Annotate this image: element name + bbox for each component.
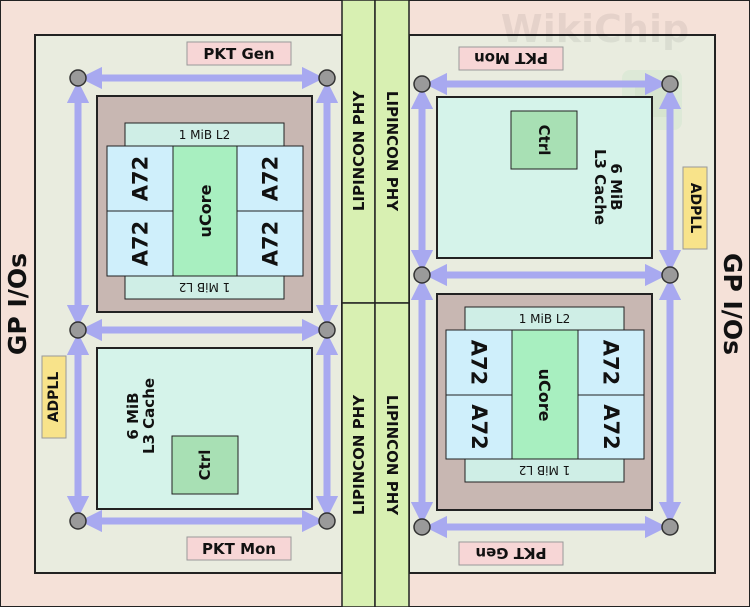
right-ctrl-label: Ctrl [535,124,553,156]
left-ucore-label: uCore [195,184,215,238]
left-ctrl-label: Ctrl [196,449,214,481]
phy-strip-top-left [341,0,376,304]
left-core-4-label: A72 [258,220,282,267]
ring-node [318,321,336,339]
right-core-3-label: A72 [599,339,623,386]
right-core-2-label: A72 [467,404,491,450]
right-core-1-label: A72 [467,339,491,386]
ring-node [69,512,87,530]
left-core-3-label: A72 [258,155,282,202]
left-pkt-mon-label: PKT Mon [202,539,276,558]
right-cache-size: 6 MiB [607,163,626,211]
ring-node [661,266,679,284]
left-l2-top-label: 1 MiB L2 [178,127,231,142]
right-gp-ios-label: GP I/Os [718,252,748,356]
left-cache-type: L3 Cache [140,377,158,455]
right-core-2 [445,394,513,460]
right-adpll-box [682,166,708,250]
left-ctrl-block [171,435,239,495]
right-pkt-mon-label: PKT Mon [474,49,548,68]
left-cache-label: 6 MiB L3 Cache [111,361,171,471]
left-cache-size: 6 MiB [123,392,142,440]
right-ucore-block [511,329,579,460]
left-core-2-label: A72 [128,220,152,267]
ring-node [413,75,431,93]
right-pkt-mon-box [458,46,564,71]
ring-node [69,69,87,87]
left-ring-bus [66,66,339,533]
ring-node [413,266,431,284]
right-ctrl-block [510,110,578,170]
phy-top-left-label: LIPINCON PHY [350,90,368,212]
right-pkt-gen-label: PKT Gen [475,544,547,563]
ring-node [413,518,431,536]
right-ucore-label: uCore [535,368,555,422]
phy-bottom-right-label: LIPINCON PHY [383,394,401,516]
right-core-3 [577,329,645,396]
left-pkt-gen-box [186,41,292,66]
left-gp-ios-label: GP I/Os [2,252,32,356]
right-cache-label: 6 MiB L3 Cache [578,132,638,242]
left-pkt-mon-box [186,536,292,561]
left-pkt-gen-label: PKT Gen [203,44,275,63]
right-core-4 [577,394,645,460]
left-core-1-label: A72 [128,155,152,202]
left-adpll-label: ADPLL [46,371,62,423]
ring-node [318,512,336,530]
right-cache-type: L3 Cache [591,148,609,226]
phy-top-right-label: LIPINCON PHY [383,90,401,212]
left-l2-bottom-label: 1 MiB L2 [178,280,231,295]
watermark-text: WikiChip [500,7,690,51]
right-adpll-label: ADPLL [687,182,703,234]
phy-strip-bottom-right [374,302,410,607]
ring-node [661,75,679,93]
phy-strip-top-right [374,0,410,304]
left-core-4 [236,210,304,277]
right-core-4-label: A72 [599,404,623,450]
ring-stop-nodes [69,69,679,536]
ring-node [69,321,87,339]
left-core-3 [236,145,304,212]
right-l2-bottom-label: 1 MiB L2 [518,463,571,478]
right-pkt-gen-box [458,541,564,566]
phy-bottom-left-label: LIPINCON PHY [350,394,368,516]
ring-node [661,518,679,536]
right-l2-top-label: 1 MiB L2 [518,311,571,326]
left-adpll-box [41,355,67,439]
left-ucore-block [172,145,238,277]
ring-node [318,69,336,87]
right-ring-bus [410,72,682,539]
